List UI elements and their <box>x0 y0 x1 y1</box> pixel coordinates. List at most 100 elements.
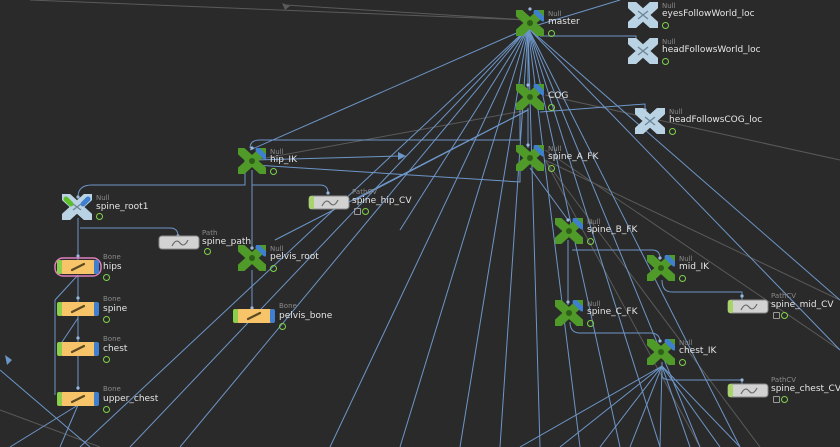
node-type: Bone <box>103 253 121 261</box>
node-type: Null <box>587 218 601 226</box>
null-node-icon <box>514 143 546 173</box>
display-flag[interactable] <box>103 356 110 363</box>
wire-dots <box>76 7 744 390</box>
node-type: Bone <box>279 302 297 310</box>
display-flag[interactable] <box>587 238 594 245</box>
node-upper-chest[interactable]: Bone upper_chest <box>54 385 174 413</box>
node-type: Null <box>662 2 676 10</box>
node-pelvis-root[interactable]: Null pelvis_root <box>236 243 348 273</box>
display-flag[interactable] <box>679 359 686 366</box>
node-type: Bone <box>103 385 121 393</box>
node-spine-b-fk[interactable]: Null spine_B_FK <box>553 216 665 246</box>
node-spine-c-fk[interactable]: Null spine_C_FK <box>553 298 665 328</box>
node-label: spine_A_FK <box>548 152 599 162</box>
path-node-icon <box>158 235 200 250</box>
display-flag[interactable] <box>781 312 788 319</box>
node-spine[interactable]: Bone spine <box>54 295 164 323</box>
node-type: Path <box>202 229 218 237</box>
node-type: Null <box>679 255 693 263</box>
null-node-icon <box>553 298 585 328</box>
node-hips[interactable]: Bone hips <box>54 253 164 281</box>
pathcv-node-icon <box>727 299 769 314</box>
node-spine-chest-cv[interactable]: PathCV spine_chest_CV <box>727 376 840 404</box>
node-label: mid_IK <box>679 262 710 272</box>
node-cog[interactable]: COG <box>514 82 636 112</box>
node-label: hip_IK <box>270 155 297 165</box>
node-label: spine_chest_CV <box>771 384 840 394</box>
display-flag[interactable] <box>548 30 555 37</box>
node-type: Null <box>662 38 676 46</box>
null-node-icon <box>645 253 677 283</box>
display-flag[interactable] <box>548 165 555 172</box>
bone-node-icon <box>57 342 99 356</box>
node-chest-ik[interactable]: Null chest_IK <box>645 337 747 367</box>
bone-node-icon <box>57 392 99 406</box>
display-flag[interactable] <box>362 208 369 215</box>
node-hip-ik[interactable]: Null hip_IK <box>236 146 348 176</box>
node-spine-a-fk[interactable]: Null spine_A_FK <box>514 143 636 173</box>
node-label: eyesFollowWorld_loc <box>662 9 755 19</box>
node-type: Null <box>96 194 110 202</box>
node-label: pelvis_root <box>270 252 319 262</box>
node-type: PathCV <box>771 376 797 384</box>
display-flag[interactable] <box>548 104 555 111</box>
node-type: Null <box>548 10 562 18</box>
node-label: spine_hip_CV <box>352 196 412 206</box>
display-flag[interactable] <box>279 323 286 330</box>
node-spine-root1[interactable]: Null spine_root1 <box>61 192 172 222</box>
node-type: Bone <box>103 295 121 303</box>
display-flag[interactable] <box>103 316 110 323</box>
node-eyes-follow-world-loc[interactable]: Null eyesFollowWorld_loc <box>627 0 768 30</box>
node-label: spine_path <box>202 237 252 247</box>
node-label: master <box>548 17 580 27</box>
bone-node-icon <box>233 309 275 323</box>
node-label: spine_C_FK <box>587 307 638 317</box>
node-spine-path[interactable]: Path spine_path <box>158 229 268 257</box>
node-label: chest <box>103 344 128 354</box>
node-spine-hip-cv[interactable]: PathCV spine_hip_CV <box>308 188 428 216</box>
lock-flag[interactable] <box>354 208 361 215</box>
locator-node-icon <box>627 36 659 66</box>
display-flag[interactable] <box>669 128 676 135</box>
display-flag[interactable] <box>96 213 103 220</box>
display-flag[interactable] <box>270 265 277 272</box>
node-master[interactable]: Null master <box>514 8 656 38</box>
node-type: Null <box>270 245 284 253</box>
display-flag[interactable] <box>270 168 277 175</box>
null-node-icon <box>236 243 268 273</box>
node-type: Null <box>270 148 284 156</box>
node-label: pelvis_bone <box>279 311 333 321</box>
node-spine-mid-cv[interactable]: PathCV spine_mid_CV <box>727 292 837 320</box>
display-flag[interactable] <box>587 320 594 327</box>
pathcv-node-icon <box>727 383 769 398</box>
node-type: Null <box>548 145 562 153</box>
lock-flag[interactable] <box>773 312 780 319</box>
node-type: PathCV <box>352 188 378 196</box>
null-node-icon <box>645 337 677 367</box>
node-head-follows-world-loc[interactable]: Null headFollowsWorld_loc <box>627 36 778 66</box>
node-head-follows-cog-loc[interactable]: Null headFollowsCOG_loc <box>634 106 785 136</box>
lock-flag[interactable] <box>773 396 780 403</box>
node-chest[interactable]: Bone chest <box>54 335 164 363</box>
node-type: Null <box>679 339 693 347</box>
node-type: Null <box>669 108 683 116</box>
display-flag[interactable] <box>781 396 788 403</box>
node-label: spine_mid_CV <box>771 300 834 310</box>
display-flag[interactable] <box>103 274 110 281</box>
node-label: spine_root1 <box>96 202 149 212</box>
node-type: PathCV <box>771 292 797 300</box>
display-flag[interactable] <box>103 406 110 413</box>
display-flag[interactable] <box>204 248 211 255</box>
display-flag[interactable] <box>662 58 669 65</box>
node-label: chest_IK <box>679 346 717 356</box>
display-flag[interactable] <box>679 275 686 282</box>
bone-node-icon <box>57 302 99 316</box>
display-flag[interactable] <box>662 22 669 29</box>
node-pelvis-bone[interactable]: Bone pelvis_bone <box>230 302 340 330</box>
node-label: COG <box>548 91 569 101</box>
node-mid-ik[interactable]: Null mid_IK <box>645 253 747 283</box>
